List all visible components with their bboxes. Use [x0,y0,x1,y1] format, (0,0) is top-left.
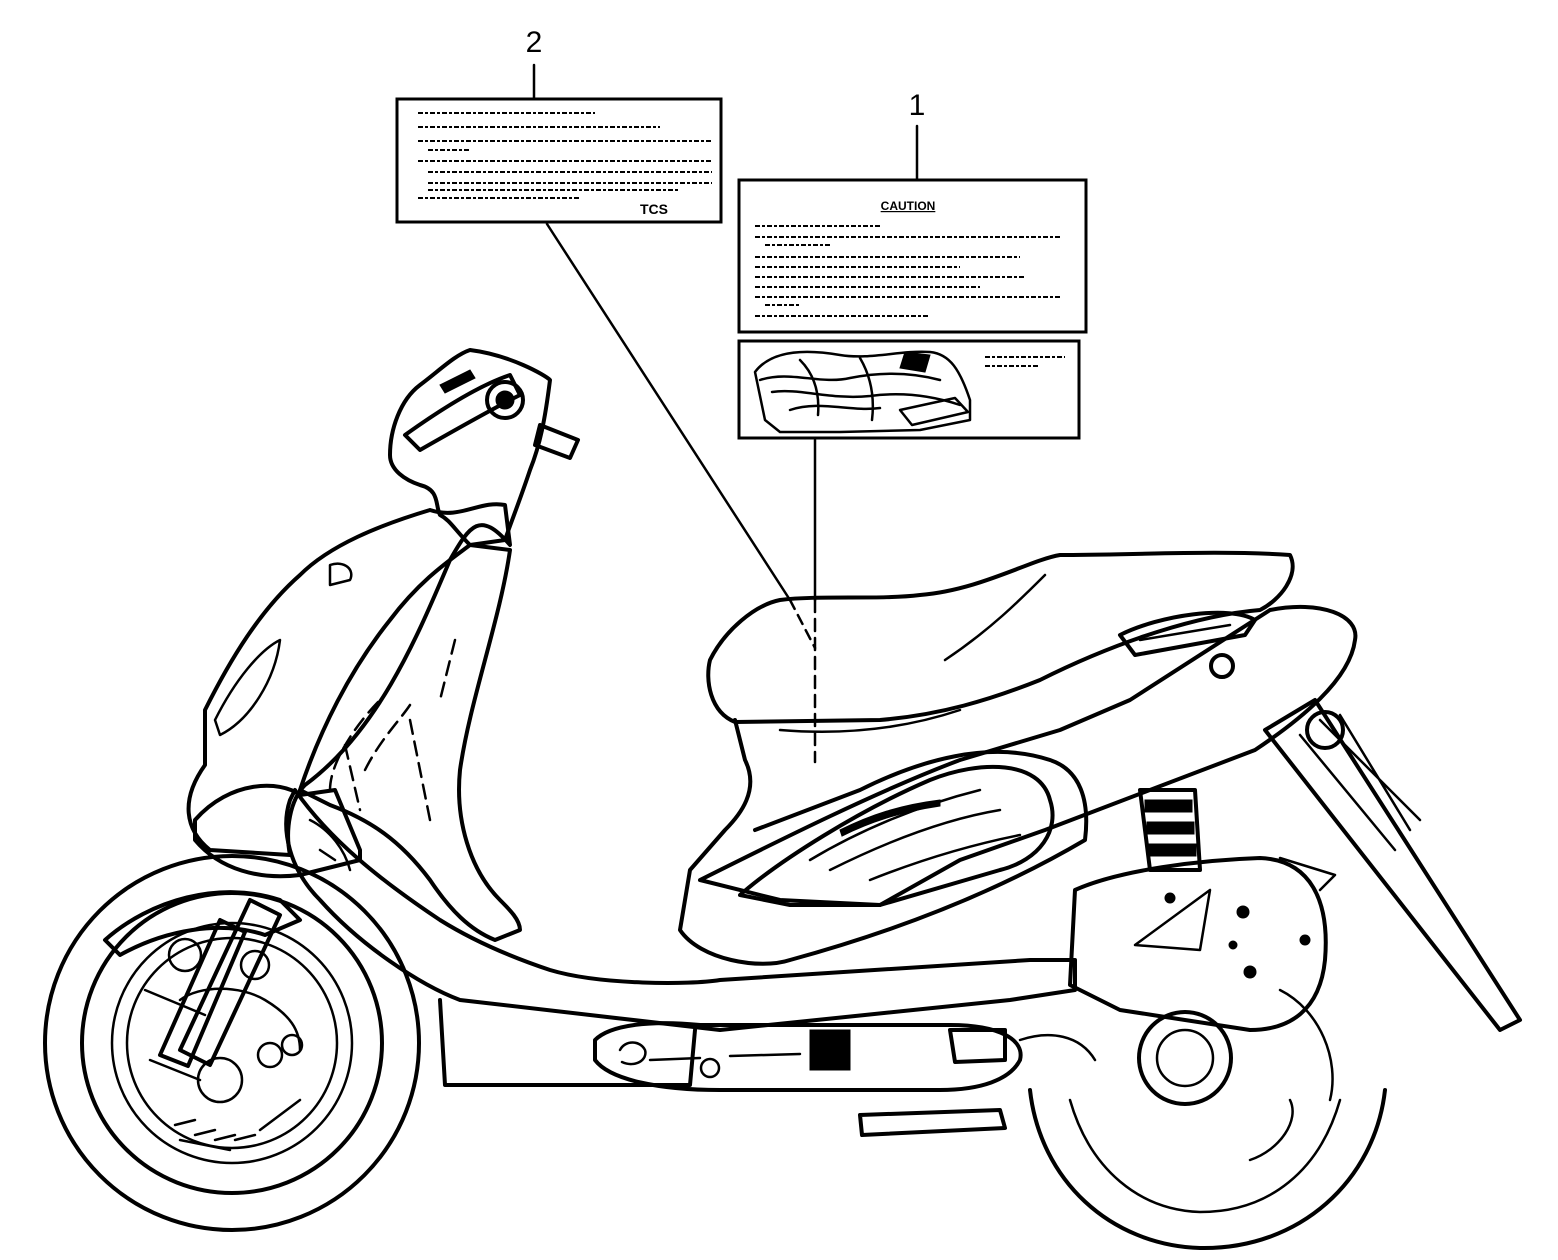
column-ribs [308,818,352,872]
seat [706,550,1295,734]
front-fender [103,890,302,957]
front-turn-signal [213,638,282,737]
mudguard-ribs [1298,713,1422,852]
scooter-drawing [43,348,1522,1251]
steering-column [298,543,522,942]
floorboard-frame [284,788,1077,1032]
label-1-caution-panel: CAUTION [737,178,1088,334]
cowl-keyhole [1209,653,1235,679]
label-2-panel: TCS [395,97,723,224]
grab-rail-detail [1138,623,1232,642]
callout-1: 1 [909,89,926,182]
engine-case [1068,856,1337,1032]
underside-stand [593,1021,1097,1137]
grab-rail [1118,610,1257,657]
label-2-pointer-hidden [788,598,817,650]
side-cover-vent [738,764,1055,907]
rear-mudguard [1263,698,1522,1032]
front-fork [158,898,282,1068]
rear-shock [1138,788,1202,872]
front-wheel [43,854,421,1232]
rear-wheel [1028,988,1387,1251]
handlebar-head [388,348,580,547]
callout-2: 2 [526,26,543,101]
vent-slot [839,799,941,837]
callout-number-2: 2 [526,26,543,59]
label-1-pictogram-panel [737,339,1081,440]
front-apron [186,502,512,857]
column-hidden-lines [328,638,457,822]
rear-body-cowl [698,604,1358,907]
side-cover [678,718,1089,966]
front-emblem [328,562,353,587]
label-2-fine-print [418,112,712,199]
label-2-pointer-line [545,222,792,602]
pictogram-caption-fine-print [985,356,1065,367]
label-1-fine-print [755,225,1060,317]
vent-slats [808,788,1022,882]
front-lower-cowl [193,783,362,879]
label-2-code: TCS [640,201,668,217]
rear-reflector [1305,710,1345,750]
seat-storage-pictogram [753,350,972,434]
callout-number-1: 1 [909,89,926,122]
caution-heading: CAUTION [881,199,936,213]
